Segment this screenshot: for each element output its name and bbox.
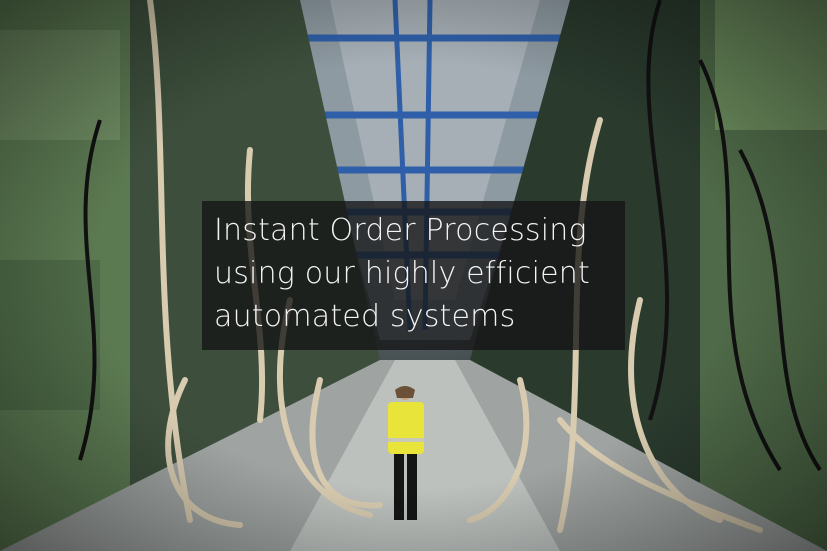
caption-line-2: using our highly efficient	[214, 256, 590, 291]
caption-box: Instant Order Processing using our highl…	[202, 201, 625, 350]
caption-line-3: automated systems	[214, 299, 516, 334]
caption-line-1: Instant Order Processing	[214, 213, 587, 248]
